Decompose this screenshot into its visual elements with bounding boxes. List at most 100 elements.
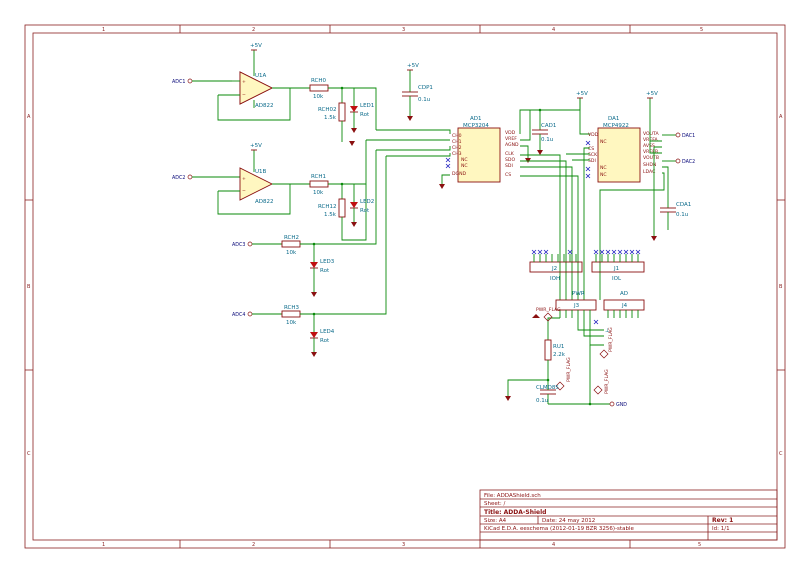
pwr-flag-4-label: PWR_FLAG	[566, 357, 572, 382]
border-right-a: A	[779, 114, 783, 120]
resistor-rch2	[281, 240, 301, 248]
j3-ref: J3	[573, 303, 580, 309]
rch3-ref: RCH3	[284, 305, 300, 311]
dac-pin-sck: SCK	[588, 152, 598, 158]
rch0-led1-network: RCH0 10k RCH02 1.5k LED1 Rot	[309, 78, 377, 146]
adc-pin-sdo: SDO	[505, 157, 515, 163]
tb-title: Title: ADDA-Shield	[484, 509, 546, 516]
cap-cda1: CDA1 0.1u	[660, 200, 691, 230]
border-top-4: 4	[552, 27, 555, 33]
power-flags-ru1: PWR_FLAG RU1 2.2k PWR_FLAG PWR_FLAG PWR_…	[507, 307, 614, 395]
label-dac2: DAC2	[682, 159, 695, 165]
label-adc3: ADC3	[232, 242, 245, 248]
adc-pin-ch2: CH2	[452, 145, 462, 151]
dac-val: MCP4922	[603, 123, 629, 129]
resistor-rch3	[281, 310, 301, 318]
led1-symbol	[350, 106, 358, 112]
adc-pin-nc1: NC	[461, 157, 468, 163]
header-j1-iol: J1 IOL	[591, 249, 645, 282]
rch02-val: 1.5k	[324, 115, 337, 121]
adc-ref: AD1	[470, 116, 482, 122]
dac-pin-sdi: SDI	[588, 158, 596, 164]
dac-pin-nc1: NC	[600, 139, 607, 145]
pwr-flag-1	[543, 312, 553, 322]
adc-pin-sdi: SDI	[505, 163, 513, 169]
dac-pin-nc2: NC	[600, 165, 607, 171]
cda1-val: 0.1u	[676, 212, 688, 218]
rch2-val: 10k	[286, 250, 297, 256]
dac-body	[597, 127, 641, 183]
border-right-b: B	[779, 284, 783, 290]
border-top-2: 2	[252, 27, 255, 33]
pwr-flag-3-label: PWR_FLAG	[604, 369, 610, 394]
label-adc1: ADC1	[172, 79, 185, 85]
pwr-flag-1-label: PWR_FLAG	[536, 307, 561, 313]
cad1-val: 0.1u	[541, 137, 553, 143]
j3-label: PWR	[572, 291, 585, 297]
dac-pin-cs: CS	[588, 146, 594, 152]
j2-ref: J2	[551, 266, 557, 272]
cad1-ref: CAD1	[541, 123, 556, 129]
resistor-rch1	[309, 180, 329, 188]
j1-val: IOL	[612, 276, 622, 282]
border-right-c: C	[779, 451, 783, 457]
led2-val: Rot	[360, 208, 370, 214]
border-bottom-4: 4	[552, 542, 555, 548]
j1-ref: J1	[613, 266, 619, 272]
dac-pin-voutb: VOUTB	[643, 155, 659, 161]
pwr-flag-2	[599, 349, 609, 359]
rch12-ref: RCH12	[318, 204, 337, 210]
tb-file: File: ADDAShield.sch	[484, 493, 541, 499]
tb-id: Id: 1/1	[712, 526, 730, 532]
adc-pin-clk: CLK	[505, 151, 515, 157]
rch3-led4-network: ADC4 RCH3 10k LED4 Rot	[232, 156, 387, 357]
rch1-ref: RCH1	[311, 174, 326, 180]
u1b-ref: U1B	[255, 169, 267, 175]
j2-val: IOH	[550, 276, 560, 282]
dac-pin-ldac: LDAC	[643, 169, 655, 175]
cdp1-ref: CDP1	[418, 85, 433, 91]
pwr-flag-4	[555, 381, 565, 391]
ru1-ref: RU1	[553, 344, 564, 350]
dac-pin-shdn: SHDN	[643, 162, 656, 168]
vcc-dac-ref: +5V	[646, 91, 658, 97]
vcc-cdp1: +5V	[407, 63, 419, 69]
opamp-u1b-section: ADC2 + − U1B AD822 +5V	[172, 143, 310, 215]
cda1-ref: CDA1	[676, 202, 691, 208]
cl-val: 0.1u	[536, 398, 548, 404]
led2-symbol	[350, 202, 358, 208]
border-bottom-5: 5	[698, 542, 701, 548]
rch12-val: 1.5k	[324, 212, 337, 218]
cap-cl-gnd: CLMD85 0.1u GND	[505, 345, 627, 408]
border-left-a: A	[27, 114, 31, 120]
adc-pin-vdd: VDD	[505, 130, 516, 136]
u1a-ref: U1A	[255, 73, 267, 79]
title-block: File: ADDAShield.sch Sheet: / Title: ADD…	[479, 489, 778, 541]
cap-cdp1: +5V CDP1 0.1u	[402, 63, 433, 121]
dac-pin-vrefb: VREFB	[643, 149, 658, 155]
adc-pin-ch1: CH1	[452, 139, 462, 145]
rch0-val: 10k	[313, 94, 324, 100]
svg-text:⊥: ⊥	[605, 328, 610, 334]
border-bottom-3: 3	[402, 542, 405, 548]
adc-pin-ch3: CH3	[452, 151, 462, 157]
opamp-u1a-section: ADC1 + − U1A AD822 +5V	[172, 43, 310, 121]
resistor-rch0	[309, 84, 329, 92]
adc-mcp3204: AD1 MCP3204 CH0 CH1 CH2 CH3 NC NC DGND V…	[439, 98, 581, 300]
adc-pin-vref: VREF	[505, 136, 517, 142]
led4-val: Rot	[320, 338, 330, 344]
dac-mcp4922: DA1 MCP4922 VDD NC CS SCK SDI NC NC VOUT…	[566, 91, 676, 300]
tb-date: Date: 24 may 2012	[542, 518, 595, 524]
ru1-val: 2.2k	[553, 352, 566, 358]
dac-pin-nc3: NC	[600, 172, 607, 178]
border-bottom-1: 1	[102, 542, 105, 548]
tb-rev: Rev: 1	[712, 517, 733, 524]
cl-ref: CLMD85	[536, 385, 559, 391]
adc-pin-dgnd: DGND	[452, 171, 467, 177]
dac-pin-avss: AVSS	[643, 143, 655, 149]
adc-val: MCP3204	[463, 123, 489, 129]
adc-pin-nc2: NC	[461, 163, 468, 169]
led3-ref: LED3	[320, 259, 335, 265]
tb-size: Size: A4	[484, 518, 507, 524]
adc-pin-ch0: CH0	[452, 133, 462, 139]
